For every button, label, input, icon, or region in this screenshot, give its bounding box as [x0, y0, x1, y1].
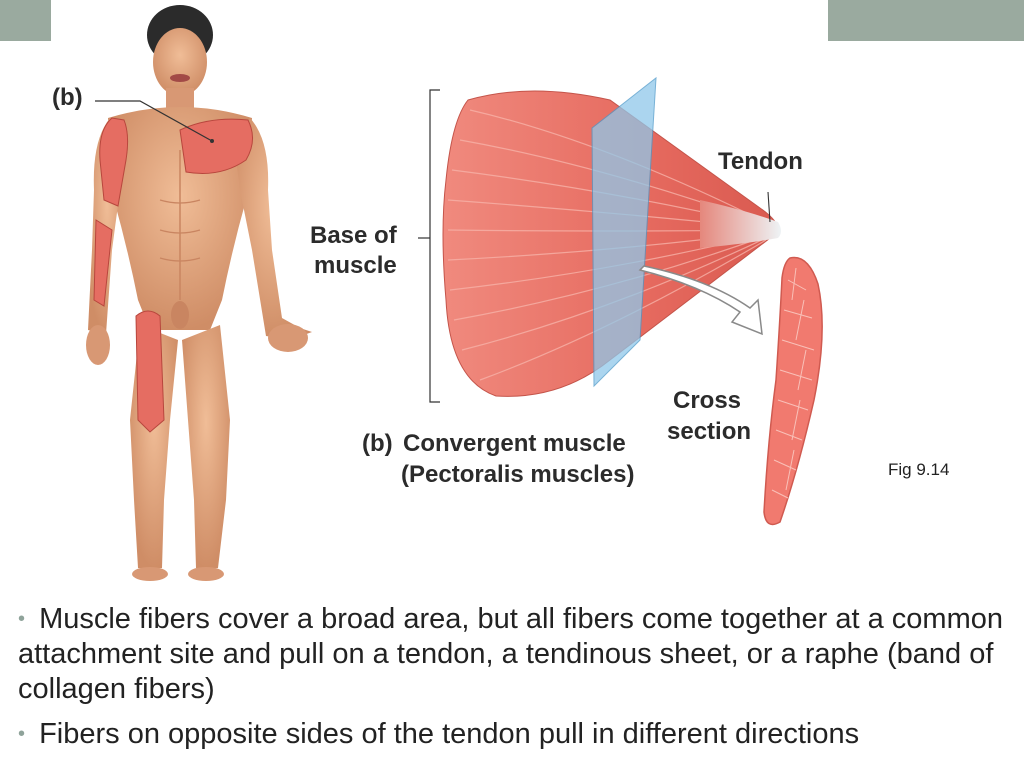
bullet-marker: •	[18, 608, 26, 630]
figure-number: Fig 9.14	[888, 460, 950, 479]
tendon-label: Tendon	[718, 148, 803, 175]
cross-section-label-line2: section	[667, 418, 752, 445]
cross-section-label-line1: Cross	[673, 387, 742, 414]
corner-accent-left	[0, 0, 51, 41]
corner-accent-right	[828, 0, 1024, 41]
bullet-list: • Muscle fibers cover a broad area, but …	[18, 602, 1008, 752]
bullet-marker: •	[18, 723, 26, 745]
caption-prefix: (b)	[362, 430, 393, 457]
convergent-muscle-illustration	[86, 5, 823, 581]
base-of-muscle-label-line2: muscle	[314, 252, 397, 279]
caption-line2: (Pectoralis muscles)	[401, 461, 635, 488]
convergent-muscle-drawing	[418, 76, 823, 526]
bullet-text: Fibers on opposite sides of the tendon p…	[39, 718, 860, 750]
panel-label: (b)	[52, 84, 83, 111]
human-body-figure	[86, 5, 312, 581]
caption-line1: Convergent muscle	[403, 430, 626, 457]
bullet-item: • Fibers on opposite sides of the tendon…	[18, 717, 1008, 752]
bullet-item: • Muscle fibers cover a broad area, but …	[18, 602, 1008, 707]
bullet-text: Muscle fibers cover a broad area, but al…	[18, 603, 1003, 705]
base-of-muscle-label-line1: Base of	[310, 222, 397, 249]
